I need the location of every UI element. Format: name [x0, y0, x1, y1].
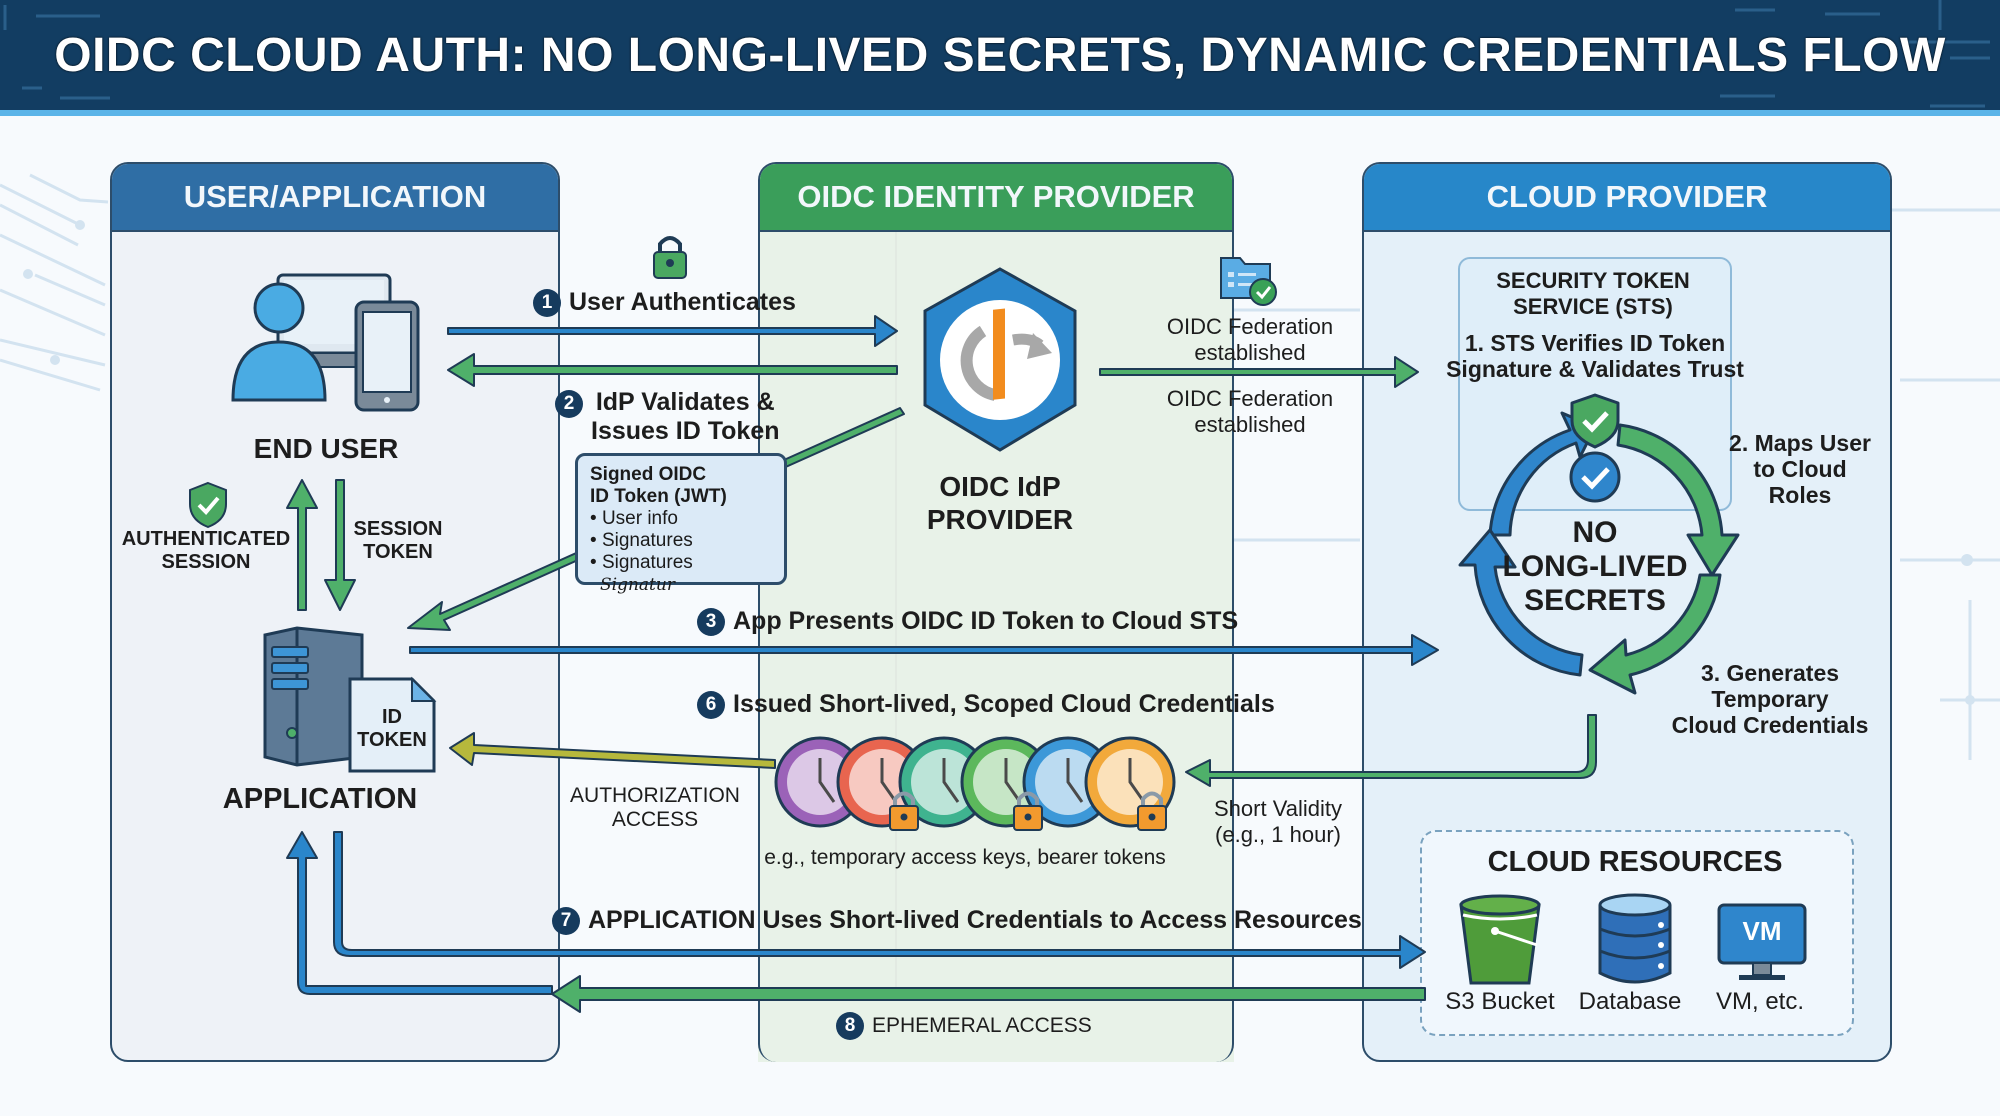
oidc-idp-provider-label: OIDC IdP PROVIDER	[926, 471, 1074, 535]
step-1-label: 1 User Authenticates	[533, 288, 796, 317]
clock-icon	[836, 736, 928, 828]
federation-label-bottom: OIDC Federation established	[1166, 386, 1334, 437]
signed-jwt-card: Signed OIDC ID Token (JWT) • User info •…	[575, 453, 787, 595]
arrow-idp-return	[447, 353, 898, 387]
step-badge: 6	[697, 690, 725, 719]
cycle-center-label: NO LONG-LIVED SECRETS	[1502, 516, 1688, 617]
lane-oidc-identity-provider: OIDC IDENTITY PROVIDER	[758, 162, 1234, 1062]
arrow-ephemeral-access	[551, 975, 1426, 1013]
signature-scribble: Signatur	[600, 575, 675, 595]
padlock-icon	[653, 236, 687, 279]
cloud-resources-icons	[1459, 893, 1807, 985]
arrow-session-token-down	[324, 479, 356, 611]
authorization-access-label: AUTHORIZATION ACCESS	[570, 784, 740, 831]
step-2-label: 2 IdP Validates & Issues ID Token	[555, 388, 780, 446]
arrow-federation	[1099, 356, 1419, 388]
clock-icon	[1022, 736, 1114, 828]
padlock-icon	[1013, 791, 1043, 831]
jwt-bullet: • User info	[590, 508, 678, 529]
application-label: APPLICATION	[222, 783, 418, 815]
bucket-icon	[1459, 894, 1541, 985]
jwt-bullet: • Signatures Signatur	[590, 552, 693, 595]
arrow-credentials-to-application	[449, 732, 776, 769]
lane-header-oidc-identity-provider: OIDC IDENTITY PROVIDER	[760, 164, 1232, 232]
authenticated-shield-icon	[189, 481, 227, 529]
clock-icon	[1084, 736, 1176, 828]
page-title: OIDC CLOUD AUTH: NO LONG-LIVED SECRETS, …	[54, 29, 1946, 82]
shield-check-icon	[1570, 393, 1620, 449]
cloud-resources-title: CLOUD RESOURCES	[1487, 846, 1783, 878]
short-validity-label: Short Validity (e.g., 1 hour)	[1214, 796, 1342, 847]
lane-header-user-application: USER/APPLICATION	[112, 164, 558, 232]
user-avatar-icon	[253, 282, 305, 334]
jwt-bullet: • Signatures	[590, 530, 693, 551]
clock-icon	[960, 736, 1052, 828]
federation-label-top: OIDC Federation established	[1166, 314, 1334, 365]
step-badge: 2	[555, 390, 583, 418]
step-badge: 8	[836, 1012, 864, 1040]
credential-cycle-diagram	[1458, 393, 1740, 695]
arrow-sts-issues-credentials	[1185, 714, 1597, 787]
step-badge: 3	[697, 607, 725, 636]
title-bar: OIDC CLOUD AUTH: NO LONG-LIVED SECRETS, …	[0, 0, 2000, 116]
title-circuit-decoration	[3, 0, 1990, 108]
resource-label-database: Database	[1578, 988, 1682, 1015]
check-circle-icon	[1569, 451, 1621, 503]
arrow-user-authenticates	[447, 315, 898, 347]
cycle-arrow-bottom-left	[1458, 528, 1584, 677]
database-icon	[1598, 893, 1672, 984]
step-badge: 7	[552, 906, 580, 935]
credential-clocks	[774, 736, 1176, 831]
arrow-ephemeral-to-application	[286, 831, 553, 995]
application-server-icon	[263, 626, 437, 773]
credentials-example-caption: e.g., temporary access keys, bearer toke…	[764, 846, 1166, 869]
cycle-arrow-bottom-right	[1588, 573, 1722, 695]
clock-icon	[898, 736, 990, 828]
resource-label-vm: VM, etc.	[1715, 988, 1805, 1015]
end-user-label: END USER	[253, 433, 399, 464]
oidc-idp-logo	[923, 267, 1077, 452]
step-3-label: 3 App Presents OIDC ID Token to Cloud ST…	[697, 607, 1238, 636]
step-6-label: 6 Issued Short-lived, Scoped Cloud Crede…	[697, 690, 1275, 719]
vm-screen-text: VM	[1742, 916, 1782, 946]
arrow-authenticated-session-up	[286, 479, 318, 611]
sts-step-3-label: 3. Generates Temporary Cloud Credentials	[1671, 660, 1869, 738]
sts-step-2-label: 2. Maps User to Cloud Roles	[1729, 430, 1871, 508]
lane-header-cloud-provider: CLOUD PROVIDER	[1364, 164, 1890, 232]
authenticated-session-label: AUTHENTICATED SESSION	[121, 528, 291, 573]
padlock-icon	[889, 791, 919, 831]
step-badge: 1	[533, 288, 561, 317]
end-user-devices-icon	[231, 273, 420, 412]
arrow-access-resources	[333, 831, 1426, 969]
session-token-label: SESSION TOKEN	[353, 518, 443, 563]
step-8-label: 8 EPHEMERAL ACCESS	[836, 1012, 1092, 1040]
step-7-label: 7 APPLICATION Uses Short-lived Credentia…	[552, 906, 1362, 935]
id-token-label: ID TOKEN	[357, 706, 427, 751]
sts-title: SECURITY TOKEN SERVICE (STS)	[1496, 268, 1690, 319]
arrow-present-token-to-sts	[409, 634, 1439, 666]
clock-icon	[774, 736, 866, 828]
resource-label-s3-bucket: S3 Bucket	[1445, 988, 1555, 1015]
vm-monitor-icon	[1717, 903, 1807, 980]
openid-arc-icon	[960, 325, 997, 401]
sts-step-1-label: 1. STS Verifies ID Token Signature & Val…	[1446, 330, 1744, 382]
federation-folder-check-icon	[1220, 257, 1277, 306]
padlock-icon	[1137, 791, 1167, 831]
cycle-arrow-top-right	[1616, 423, 1740, 577]
